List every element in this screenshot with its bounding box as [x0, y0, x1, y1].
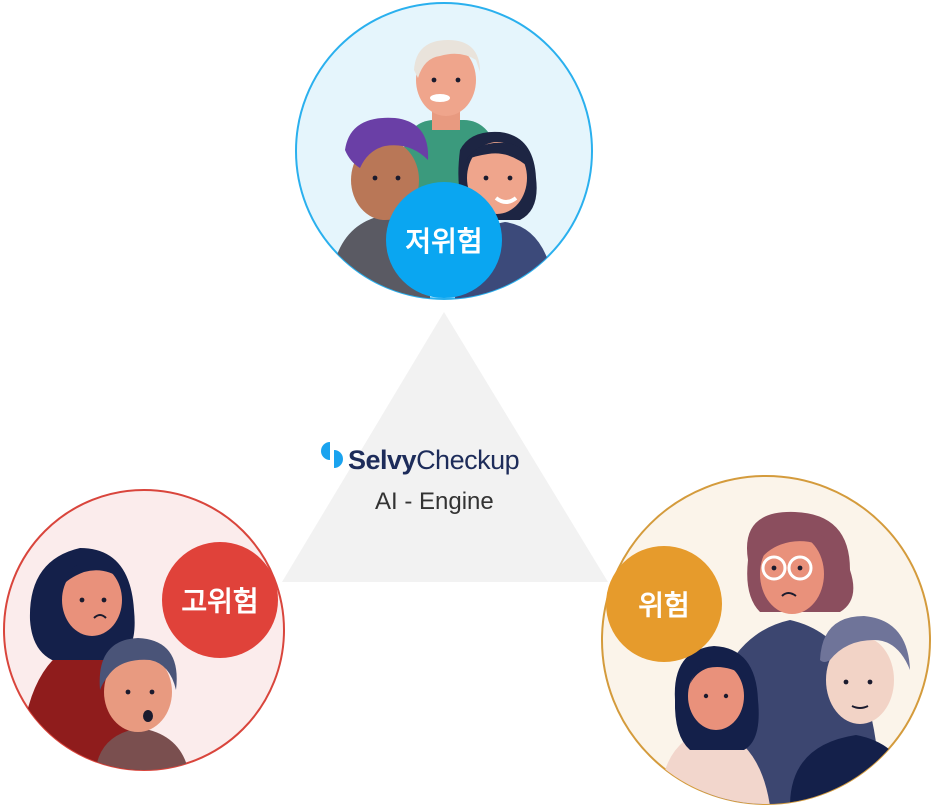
brand-name-regular: Checkup — [416, 444, 520, 475]
low-risk-group: 저위험 — [295, 2, 593, 300]
high-risk-label: 고위험 — [181, 585, 258, 618]
brand-logo: SelvyCheckup — [320, 440, 560, 480]
mid-risk-people-illustration — [660, 511, 916, 804]
high-risk-group: 고위험 — [3, 489, 285, 771]
low-risk-label: 저위험 — [405, 225, 482, 258]
low-risk-badge — [386, 182, 502, 298]
brand-wordmark: SelvyCheckup — [348, 444, 520, 476]
high-risk-badge — [162, 542, 278, 658]
mid-risk-group: 위험 — [601, 475, 931, 805]
selvy-logo-icon — [321, 442, 343, 468]
mid-risk-badge — [606, 546, 722, 662]
engine-subtitle: AI - Engine — [375, 488, 494, 515]
brand-name-bold: Selvy — [348, 444, 417, 475]
engine-triangle — [282, 312, 608, 582]
mid-risk-label: 위험 — [638, 589, 690, 622]
